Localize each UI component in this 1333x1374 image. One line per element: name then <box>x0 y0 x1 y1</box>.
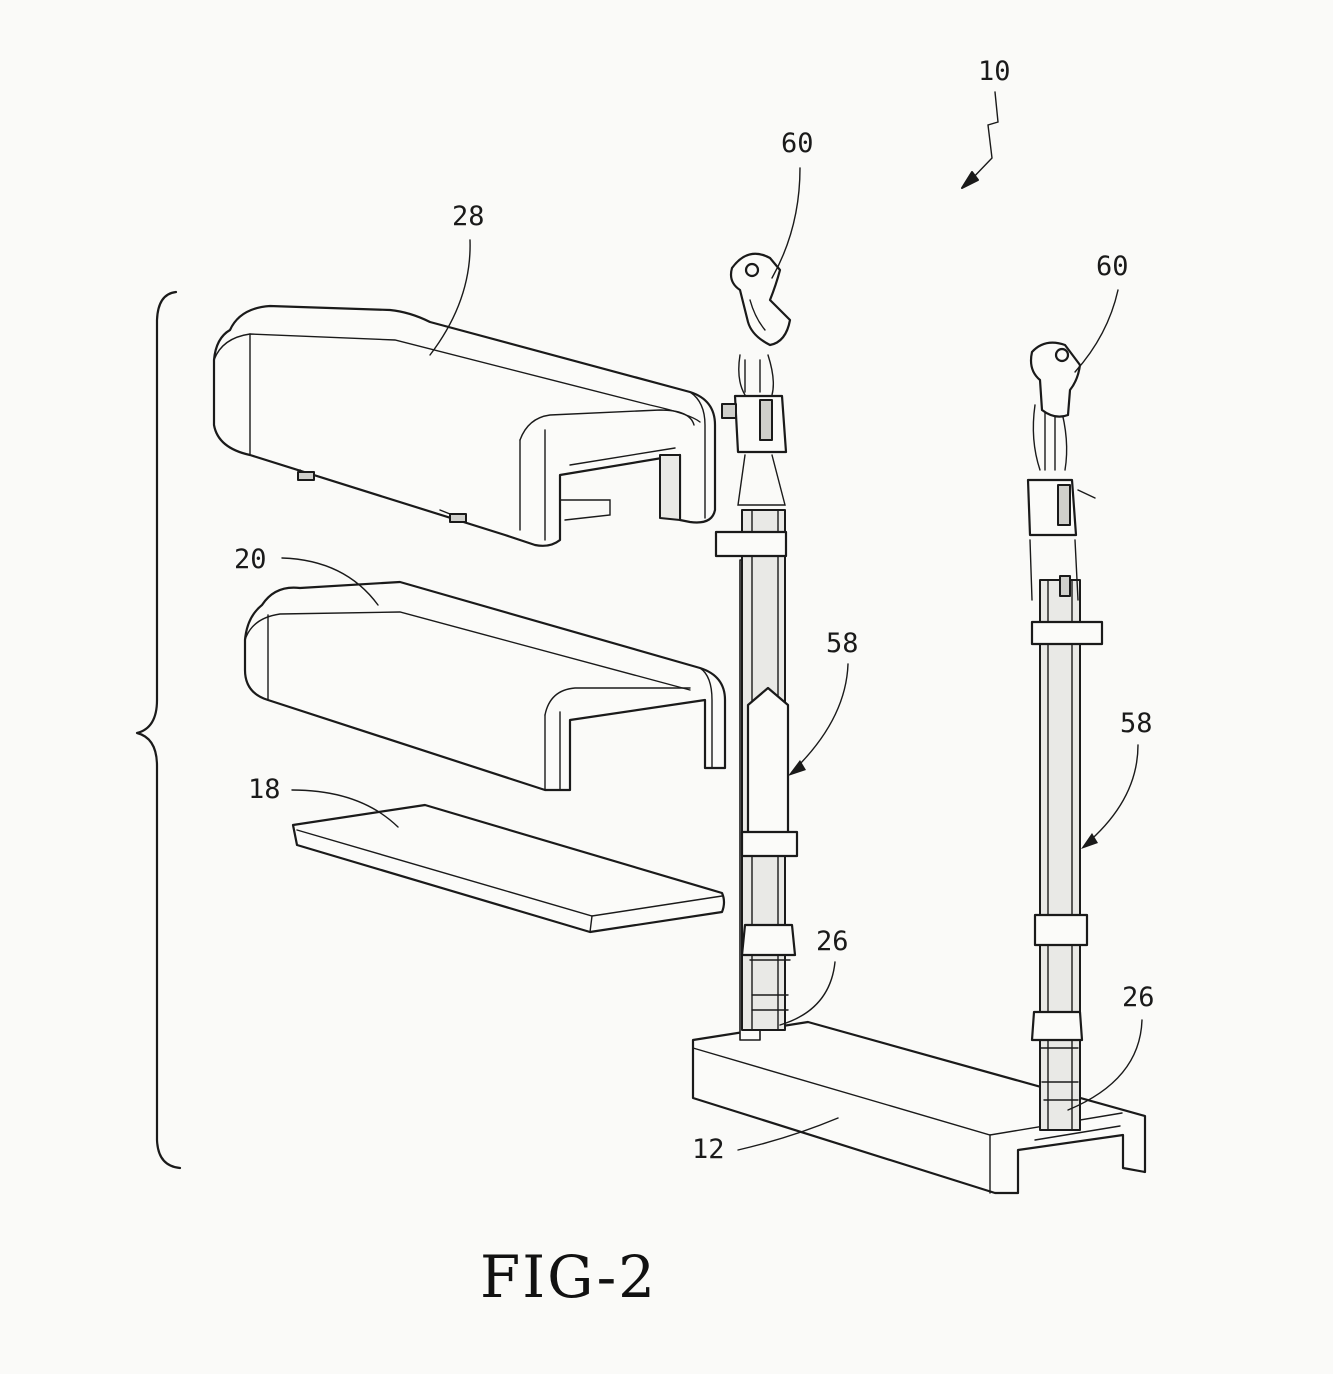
label-26-right: 26 <box>1122 982 1155 1013</box>
label-20: 20 <box>234 544 267 575</box>
label-10: 10 <box>978 56 1011 87</box>
label-58-right: 58 <box>1120 708 1153 739</box>
left-strap-assembly <box>714 252 799 1041</box>
base-board-part <box>291 803 726 934</box>
leader-60-right <box>1074 289 1119 373</box>
leader-lines <box>281 91 1143 1151</box>
leader-12 <box>737 1117 839 1151</box>
leader-58-right <box>1084 744 1139 846</box>
label-58-left: 58 <box>826 628 859 659</box>
cushion-cover-part <box>212 304 717 547</box>
leader-10-arrow <box>961 171 979 189</box>
label-26-left: 26 <box>816 926 849 957</box>
label-12: 12 <box>692 1134 725 1165</box>
figure-caption: FIG-2 <box>480 1243 657 1311</box>
leader-58-left <box>791 663 849 773</box>
foam-pad-part <box>243 580 727 792</box>
leader-60-left <box>771 167 801 279</box>
exploded-view-brace <box>135 290 182 1170</box>
label-28: 28 <box>452 201 485 232</box>
leader-26-left <box>779 961 836 1026</box>
label-60-left: 60 <box>781 128 814 159</box>
leader-58-right-arrow <box>1081 833 1098 849</box>
leader-20 <box>281 557 379 606</box>
label-18: 18 <box>248 774 281 805</box>
leader-58-left-arrow <box>788 760 806 776</box>
leader-28 <box>429 239 471 356</box>
leader-26-right <box>1067 1019 1143 1111</box>
right-strap-assembly <box>1026 341 1104 1131</box>
leader-10 <box>967 91 999 184</box>
leader-18 <box>291 789 399 828</box>
label-60-right: 60 <box>1096 251 1129 282</box>
